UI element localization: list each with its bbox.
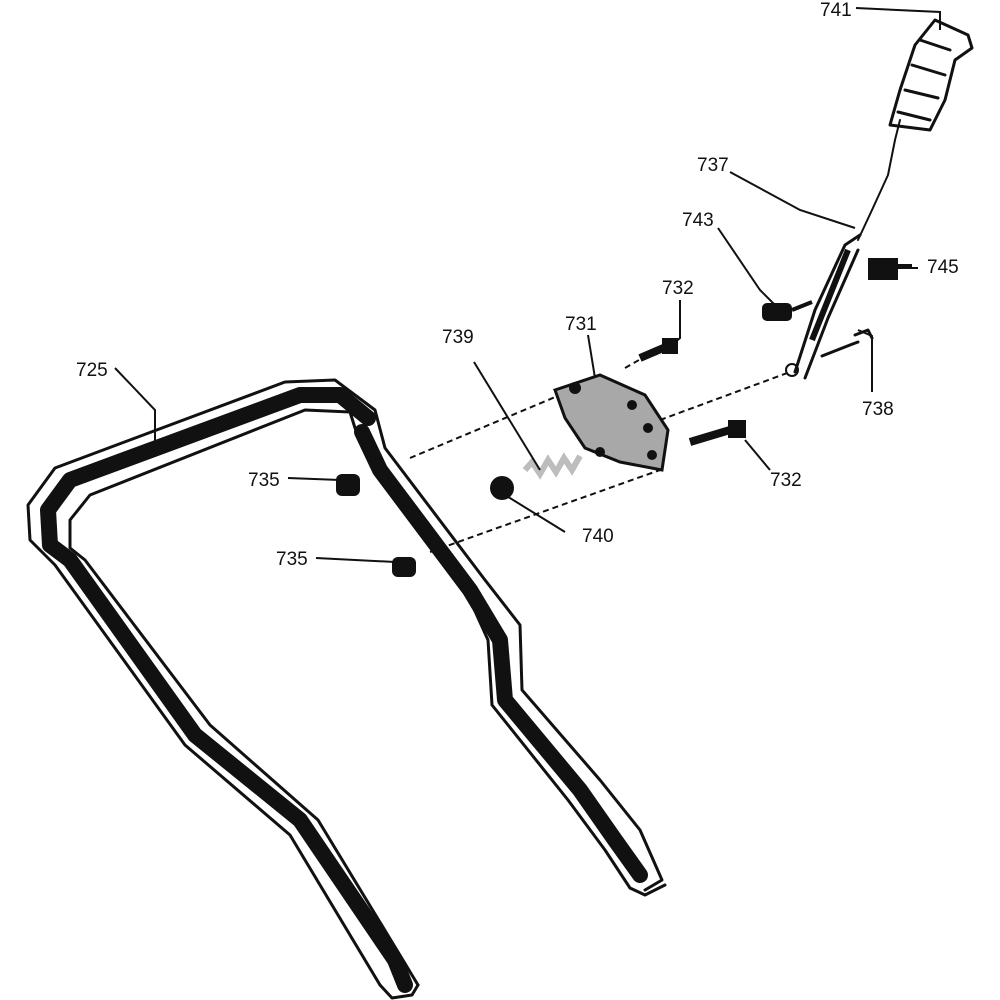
- bracket-hole-icon: [643, 423, 653, 433]
- leader-738: [857, 329, 873, 392]
- assembly-line-2: [429, 469, 661, 553]
- callout-738: 738: [862, 399, 894, 420]
- bolt-732-lower: [688, 420, 746, 446]
- nut-735-lower: [392, 557, 416, 577]
- leader-737: [729, 171, 856, 229]
- callout-labels: 741 737 743 745 732 731 739 725 738 735 …: [76, 0, 959, 570]
- assembly-line-3: [659, 371, 791, 421]
- leader-732b: [744, 439, 771, 471]
- leader-731: [587, 334, 596, 379]
- assembly-line-1: [409, 394, 561, 459]
- part-743: [762, 300, 813, 321]
- callout-739: 739: [442, 327, 474, 348]
- bracket-hole-icon: [647, 450, 657, 460]
- callout-745: 745: [927, 257, 959, 278]
- callout-732-upper: 732: [662, 278, 694, 299]
- callout-737: 737: [697, 155, 729, 176]
- bracket-plate: [553, 373, 670, 472]
- callout-732-lower: 732: [770, 470, 802, 491]
- bracket-731: [553, 373, 670, 472]
- callout-741: 741: [820, 0, 852, 21]
- callout-725: 725: [76, 360, 108, 381]
- bracket-hole-icon: [595, 447, 605, 457]
- callout-731: 731: [565, 314, 597, 335]
- callout-735-lower: 735: [276, 549, 308, 570]
- grip-741: [888, 18, 974, 132]
- part-738: [820, 328, 874, 358]
- control-lever: [785, 119, 901, 380]
- leader-725: [114, 367, 156, 445]
- handle-frame: [26, 378, 667, 1000]
- part-745: [868, 258, 912, 280]
- callout-735-upper: 735: [248, 470, 280, 491]
- bolt-732-upper: [638, 338, 678, 362]
- bracket-hole-icon: [627, 400, 637, 410]
- leader-735b: [315, 557, 396, 563]
- callout-743: 743: [682, 210, 714, 231]
- callout-740: 740: [582, 526, 614, 547]
- leader-739: [473, 361, 541, 471]
- leader-741: [855, 7, 941, 30]
- bracket-hole-icon: [569, 382, 581, 394]
- leader-lines: [114, 7, 941, 563]
- leader-735a: [287, 477, 341, 481]
- nut-740: [490, 476, 514, 500]
- leader-740: [504, 494, 566, 533]
- spring-739: [522, 452, 583, 480]
- nut-735-upper: [336, 474, 360, 496]
- leader-732a: [671, 300, 681, 346]
- leader-743: [717, 227, 776, 306]
